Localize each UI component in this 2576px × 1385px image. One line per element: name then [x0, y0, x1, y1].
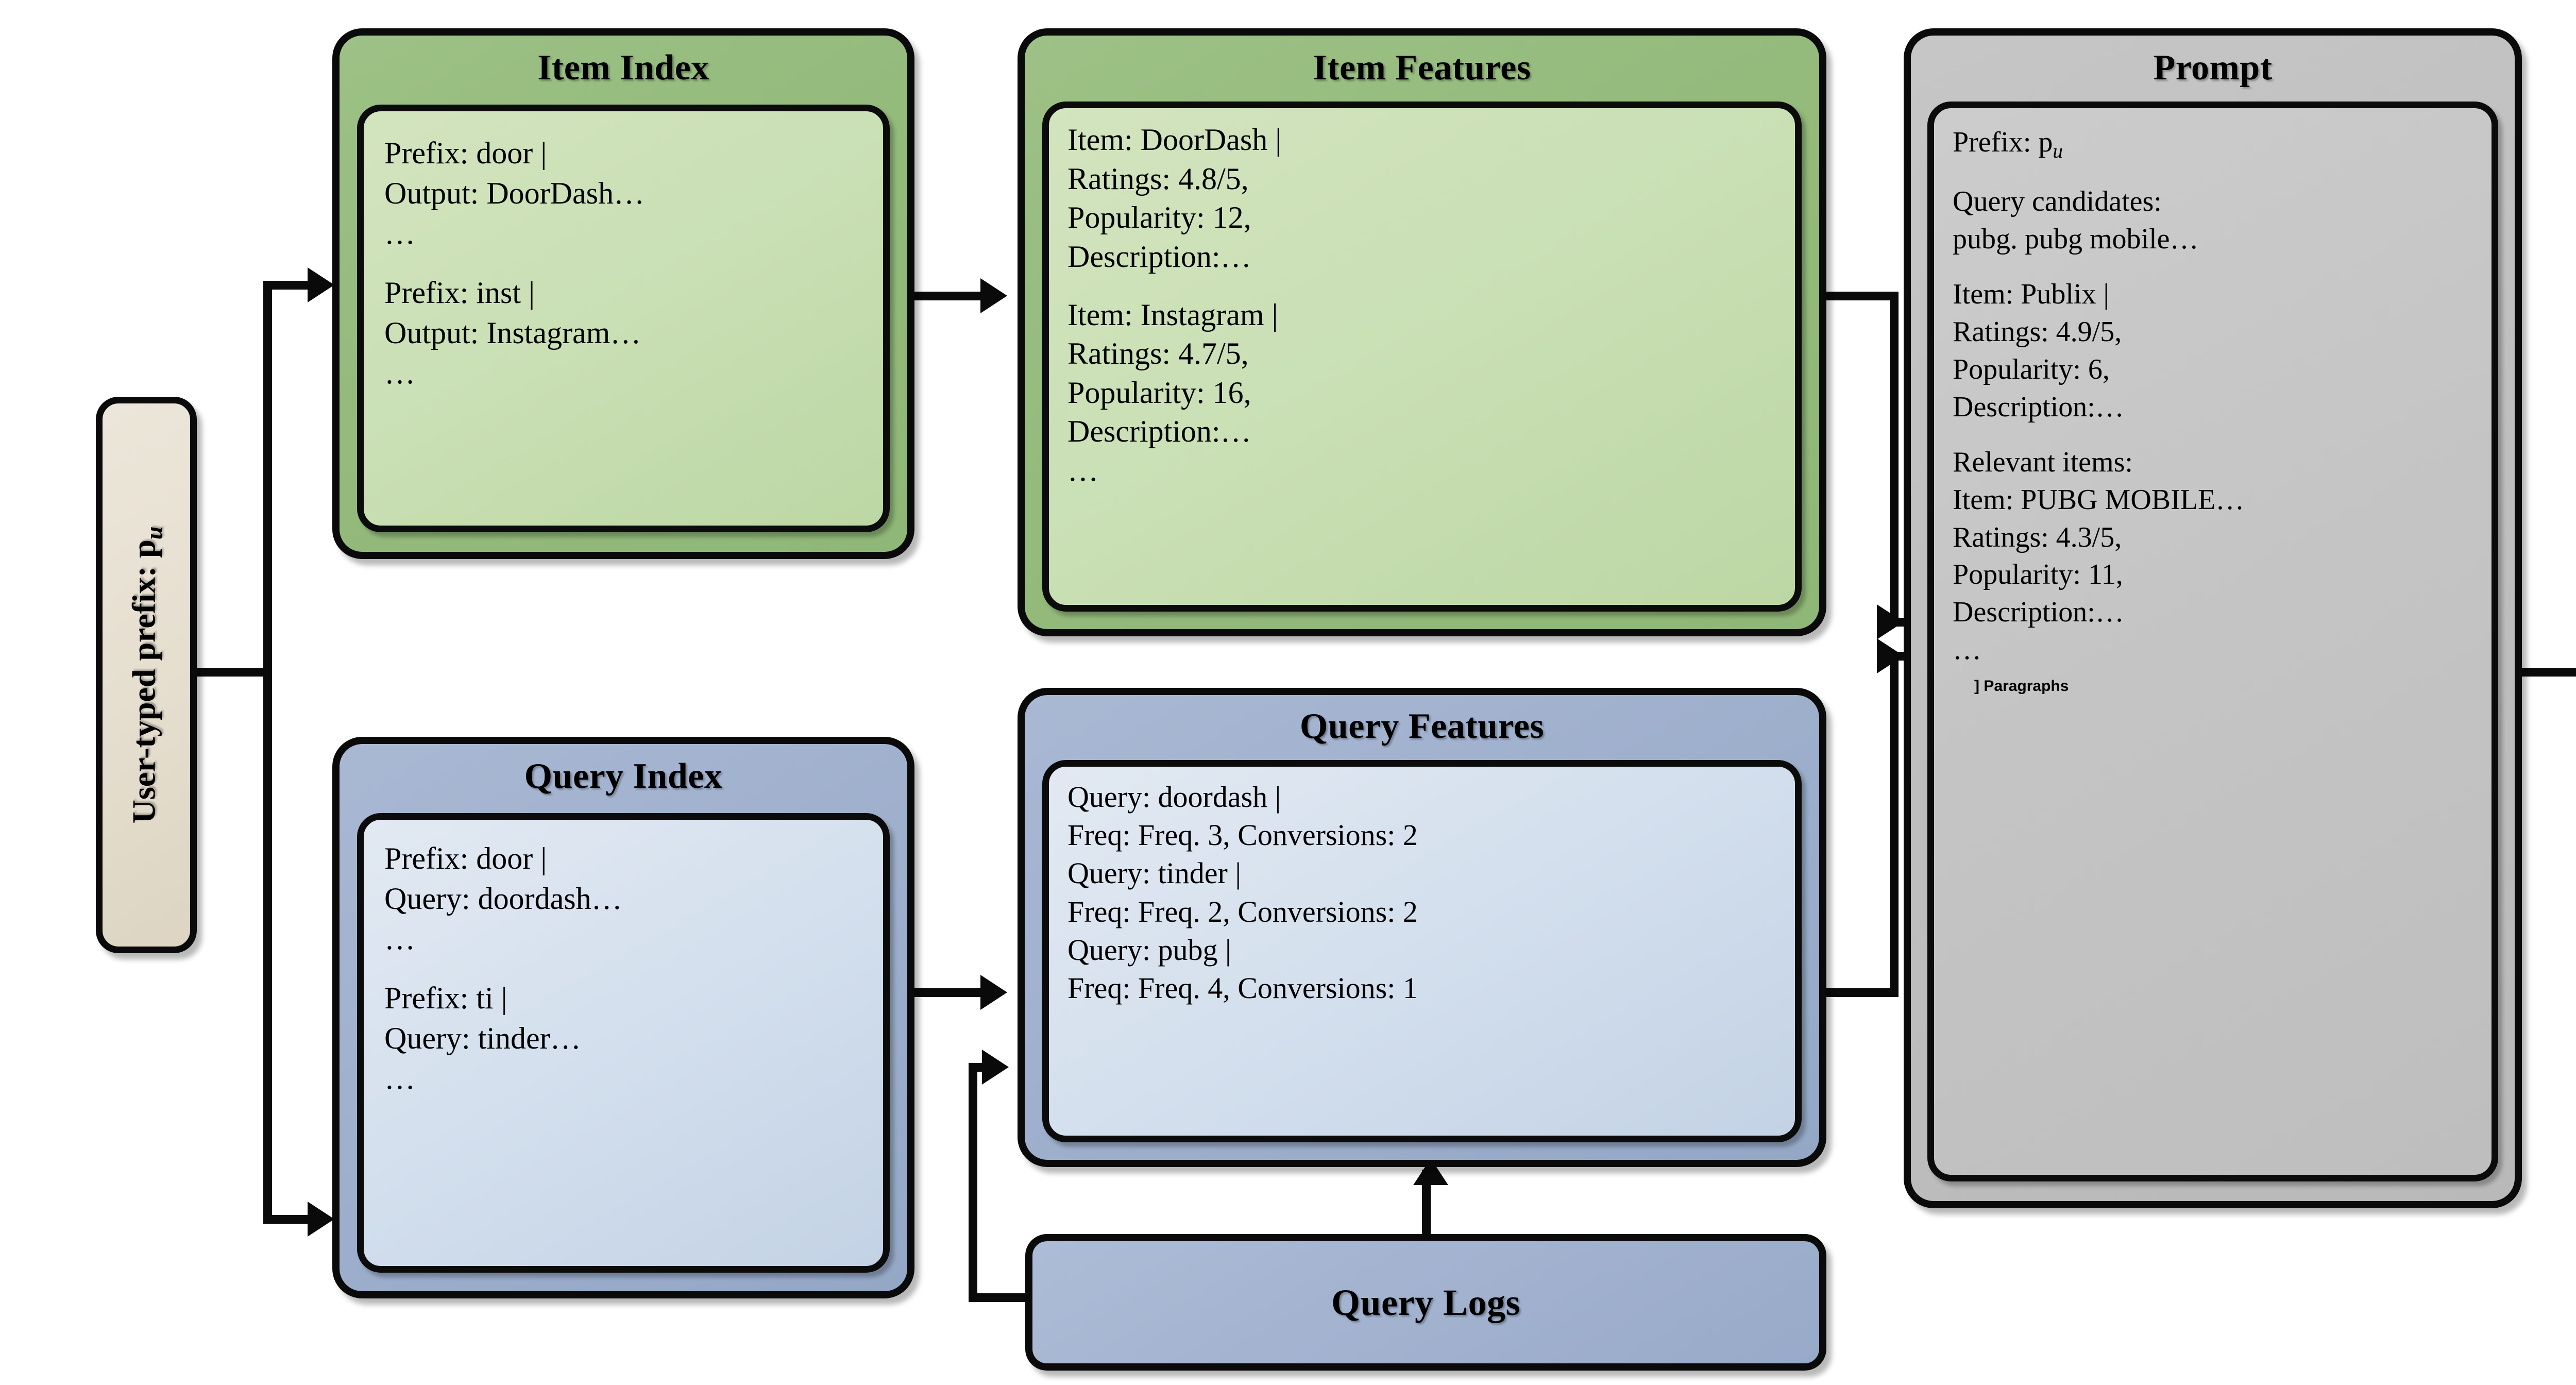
content-line: Description:… — [1067, 414, 1251, 449]
content-line: Popularity: 11, — [1953, 559, 2123, 591]
prompt-content: Prefix: pu Query candidates: pubg. pubg m… — [1953, 124, 2484, 696]
content-line: Freq: Freq. 3, Conversions: 2 — [1067, 818, 1418, 852]
query-features-inner-panel: Query: doordash | Freq: Freq. 3, Conversi… — [1042, 760, 1802, 1142]
query-features-content: Query: doordash | Freq: Freq. 3, Conversi… — [1067, 778, 1787, 1007]
item-index-title: Item Index — [537, 48, 709, 88]
connector-itemfeatures-out — [1826, 292, 1899, 300]
content-line: … — [384, 922, 415, 956]
query-features-title: Query Features — [1299, 706, 1545, 746]
query-index-content: Prefix: door | Query: doordash… … Prefix: t… — [384, 838, 873, 1099]
content-line: Freq: Freq. 4, Conversions: 1 — [1067, 971, 1418, 1005]
arrow-to-item-features — [980, 278, 1007, 313]
prompt-prefix-line: Prefix: pu — [1953, 126, 2063, 163]
content-line: … — [1953, 634, 1981, 666]
line-gap — [1953, 258, 2484, 276]
content-line: Query: doordash… — [384, 882, 622, 916]
connector-fork-to-item — [263, 281, 321, 290]
content-line: Output: DoorDash… — [384, 176, 645, 210]
content-line: Query: pubg | — [1067, 933, 1231, 967]
connector-itemfeatures-down — [1890, 292, 1899, 627]
content-line: Relevant items: — [1953, 446, 2133, 479]
content-line: Prefix: inst | — [384, 276, 535, 310]
prompt-paragraphs-note: ] Paragraphs — [1974, 677, 2069, 695]
content-line: Item: Publix | — [1953, 278, 2109, 311]
user-typed-prefix-box[interactable]: User-typed prefix: pu — [96, 397, 197, 953]
connector-querylogs-left — [969, 1293, 1026, 1302]
content-line: … — [1067, 453, 1098, 487]
line-gap — [1953, 165, 2484, 183]
item-features-content: Item: DoorDash | Ratings: 4.8/5, Popularit… — [1067, 121, 1787, 491]
content-line: Query: doordash | — [1067, 780, 1281, 814]
content-line: Ratings: 4.3/5, — [1953, 521, 2122, 553]
content-line: Popularity: 6, — [1953, 353, 2110, 385]
arrow-to-prompt-from-items — [1877, 604, 1904, 639]
content-line: Query: tinder… — [384, 1021, 581, 1056]
arrow-querylogs-to-queryindex — [982, 1050, 1009, 1085]
content-line: Item: DoorDash | — [1067, 123, 1282, 157]
content-line: Description:… — [1953, 391, 2124, 423]
content-line: Ratings: 4.8/5, — [1067, 161, 1249, 196]
content-line: Query: tinder | — [1067, 856, 1241, 890]
content-line: Prefix: door | — [384, 136, 547, 170]
content-line: … — [384, 356, 415, 391]
content-line: Output: Instagram… — [384, 316, 641, 350]
content-line: Popularity: 12, — [1067, 200, 1251, 235]
content-line: pubg. pubg mobile… — [1953, 223, 2199, 255]
connector-fork-to-query — [263, 1215, 321, 1224]
connector-prefix-to-fork — [197, 668, 272, 677]
query-logs-card[interactable]: Query Logs — [1025, 1234, 1826, 1371]
item-features-title: Item Features — [1313, 48, 1531, 88]
content-line: Description:… — [1953, 596, 2124, 629]
item-index-inner-panel: Prefix: door | Output: DoorDash… … Prefix: … — [357, 105, 890, 532]
query-features-card[interactable]: Query Features Query: doordash | Freq: Fr… — [1018, 688, 1826, 1167]
content-line: Item: PUBG MOBILE… — [1953, 483, 2245, 516]
content-line: Prefix: door | — [384, 841, 547, 875]
query-index-card[interactable]: Query Index Prefix: door | Query: doordas… — [332, 737, 914, 1298]
prompt-inner-panel: Prefix: pu Query candidates: pubg. pubg m… — [1927, 102, 2498, 1181]
line-gap — [1067, 276, 1787, 295]
prompt-body: Query candidates: pubg. pubg mobile… Item:… — [1953, 165, 2484, 669]
connector-querylogs-riser — [969, 1063, 977, 1302]
content-line: Prefix: ti | — [384, 981, 507, 1016]
prompt-title: Prompt — [2153, 48, 2273, 88]
user-typed-prefix-label: User-typed prefix: pu — [125, 526, 167, 824]
line-gap — [1953, 426, 2484, 444]
query-index-title: Query Index — [524, 756, 723, 796]
content-line: Freq: Freq. 2, Conversions: 2 — [1067, 894, 1418, 928]
item-features-inner-panel: Item: DoorDash | Ratings: 4.8/5, Popularit… — [1042, 102, 1802, 612]
arrow-to-query-index — [308, 1202, 334, 1237]
connector-queryfeatures-up — [1890, 652, 1899, 997]
prompt-card[interactable]: Prompt Prefix: pu Query candidates: pubg.… — [1904, 28, 2522, 1208]
content-line: Query candidates: — [1953, 185, 2162, 217]
arrow-to-query-features — [980, 975, 1007, 1010]
content-line: Description:… — [1067, 239, 1251, 274]
content-line: … — [384, 216, 415, 250]
connector-querylogs-up — [1422, 1170, 1431, 1236]
arrow-to-prompt-from-queries — [1877, 638, 1904, 673]
connector-itemindex-to-itemfeatures — [914, 292, 992, 300]
connector-prompt-to-generator — [2522, 668, 2576, 677]
item-index-content: Prefix: door | Output: DoorDash… … Prefix: … — [384, 133, 873, 393]
line-gap — [384, 254, 873, 273]
arrow-to-item-index — [308, 267, 334, 302]
content-line: Ratings: 4.7/5, — [1067, 336, 1249, 371]
item-features-card[interactable]: Item Features Item: DoorDash | Ratings: 4… — [1018, 28, 1826, 636]
query-logs-title: Query Logs — [1331, 1281, 1520, 1323]
query-index-inner-panel: Prefix: door | Query: doordash… … Prefix: t… — [357, 813, 890, 1273]
content-line: Popularity: 16, — [1067, 375, 1251, 410]
connector-queryfeatures-out — [1826, 988, 1899, 997]
connector-fork-vertical — [263, 281, 272, 1224]
content-line: Item: Instagram | — [1067, 297, 1278, 332]
line-gap — [384, 959, 873, 978]
content-line: … — [384, 1061, 415, 1096]
item-index-card[interactable]: Item Index Prefix: door | Output: DoorDas… — [332, 28, 914, 559]
content-line: Ratings: 4.9/5, — [1953, 315, 2122, 348]
connector-queryindex-to-queryfeatures — [914, 988, 992, 997]
